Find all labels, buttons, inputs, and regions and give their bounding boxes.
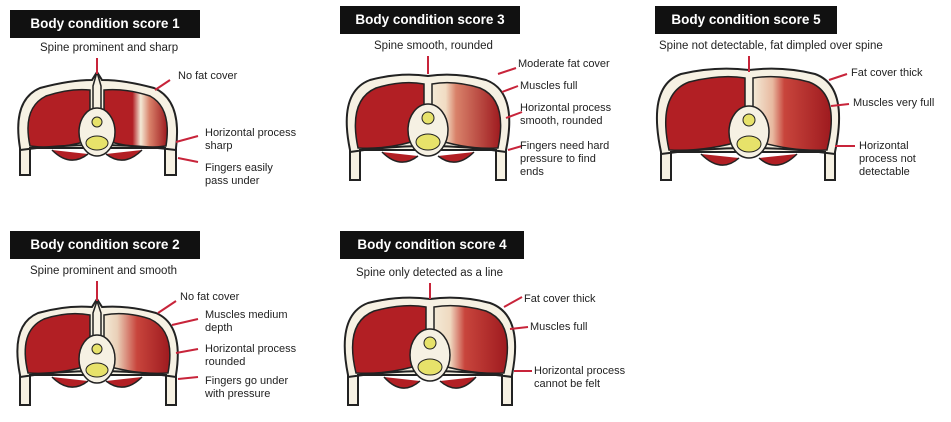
note-line: Fat cover thick (524, 293, 596, 306)
panel-title: Body condition score 2 (10, 231, 200, 259)
lower-right-lobe (759, 154, 797, 165)
note-line: pass under (205, 175, 273, 188)
spinal-canal (92, 344, 102, 354)
note-line: rounded (205, 356, 296, 369)
note-line: depth (205, 322, 288, 335)
lower-right-lobe (440, 377, 476, 388)
lower-left-lobe (701, 154, 739, 165)
spine-caption: Spine not detectable, fat dimpled over s… (659, 40, 883, 52)
spine-caption: Spine prominent and sharp (40, 42, 178, 54)
spine-caption: Spine smooth, rounded (374, 40, 493, 52)
spinal-canal (92, 117, 102, 127)
note-line: with pressure (205, 388, 288, 401)
vertebra-core (416, 134, 440, 150)
lower-right-lobe (106, 377, 142, 387)
leader-line (829, 74, 847, 80)
panel-score-3: Body condition score 3 Spine smooth, rou… (330, 0, 640, 210)
note-line: process not (859, 153, 916, 166)
spinal-canal (422, 112, 434, 124)
leader-line (158, 301, 176, 313)
panel-title: Body condition score 5 (655, 6, 837, 34)
vertebra-core (737, 136, 761, 152)
note-line: Fingers need hard (520, 140, 609, 153)
note-line: Fingers easily (205, 162, 273, 175)
leader-line (172, 319, 198, 325)
note-line: ends (520, 166, 609, 179)
note-line: Horizontal (859, 140, 916, 153)
panel-score-5: Body condition score 5 Spine not detecta… (645, 0, 945, 210)
spine-caption: Spine prominent and smooth (30, 265, 177, 277)
panel-title: Body condition score 4 (340, 231, 524, 259)
note-fat-cover: Fat cover thick (524, 293, 596, 306)
note-fat-cover: No fat cover (178, 70, 237, 83)
lower-left-lobe (382, 152, 418, 162)
note-muscles: Muscles full (520, 80, 577, 93)
note-fat-cover: Fat cover thick (851, 67, 923, 80)
note-line: cannot be felt (534, 378, 625, 391)
note-line: Horizontal process (205, 343, 296, 356)
note-line: Muscles medium (205, 309, 288, 322)
note-muscles: Muscles full (530, 321, 587, 334)
spinal-canal (743, 114, 755, 126)
spine-caption: Spine only detected as a line (356, 267, 503, 279)
note-line: sharp (205, 140, 296, 153)
note-muscles: Muscles very full (853, 97, 934, 110)
note-line: Fingers go under (205, 375, 288, 388)
lower-right-lobe (106, 150, 142, 160)
leader-line (155, 80, 170, 90)
lower-left-lobe (52, 150, 88, 160)
panel-score-4: Body condition score 4 Spine only detect… (330, 225, 640, 422)
panel-title: Body condition score 3 (340, 6, 520, 34)
note-line: Horizontal process (205, 127, 296, 140)
note-line: No fat cover (180, 291, 239, 304)
lower-left-lobe (384, 377, 420, 388)
note-line: Moderate fat cover (518, 58, 610, 71)
vertebra-core (86, 136, 108, 150)
leader-line (178, 377, 198, 379)
panel-score-1: Body condition score 1 Spine prominent a… (0, 0, 320, 210)
lower-left-lobe (52, 377, 88, 387)
spinal-canal (424, 337, 436, 349)
note-line: pressure to find (520, 153, 609, 166)
note-fat-cover: Moderate fat cover (518, 58, 610, 71)
leader-line (176, 349, 198, 353)
note-line: smooth, rounded (520, 115, 611, 128)
note-line: detectable (859, 166, 916, 179)
note-line: Muscles full (520, 80, 577, 93)
panel-title: Body condition score 1 (10, 10, 200, 38)
note-line: Fat cover thick (851, 67, 923, 80)
leader-line (504, 297, 522, 307)
vertebra-core (86, 363, 108, 377)
note-line: No fat cover (178, 70, 237, 83)
note-fat-cover: No fat cover (180, 291, 239, 304)
leader-line (498, 68, 516, 74)
panel-score-2: Body condition score 2 Spine prominent a… (0, 225, 320, 422)
vertebra-core (418, 359, 442, 375)
leader-line (502, 86, 518, 92)
note-line: Horizontal process (520, 102, 611, 115)
note-line: Muscles full (530, 321, 587, 334)
lower-right-lobe (438, 152, 474, 162)
leader-line (178, 158, 198, 162)
note-line: Muscles very full (853, 97, 934, 110)
leader-line (176, 136, 198, 142)
note-line: Horizontal process (534, 365, 625, 378)
